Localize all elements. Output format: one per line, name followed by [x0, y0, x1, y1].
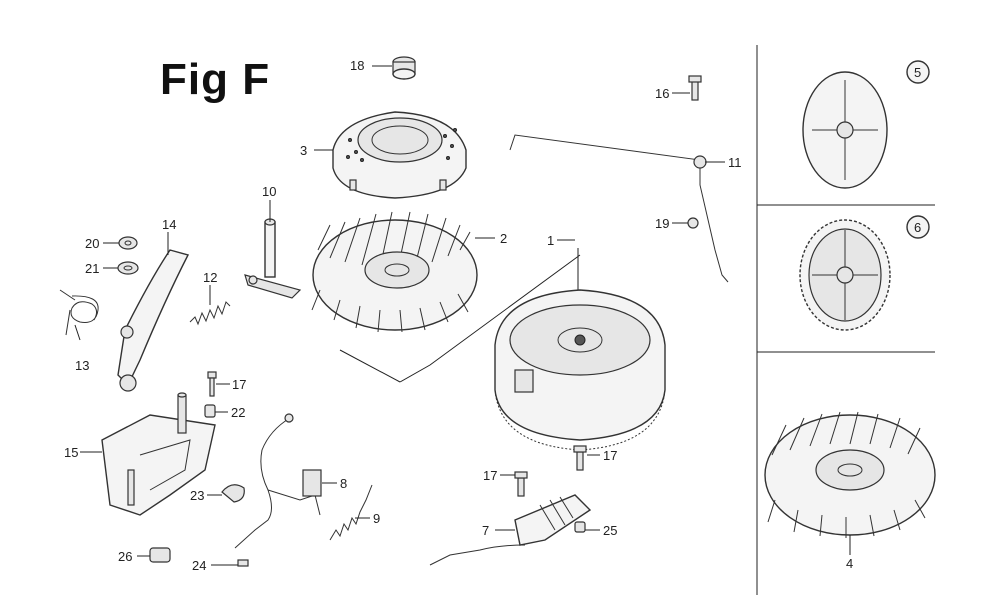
part-18-grommet: [392, 56, 416, 80]
callout-6: 6: [914, 220, 921, 235]
callout-3: 3: [300, 143, 307, 158]
callout-17-left: 17: [483, 468, 497, 483]
part-2-cooling-fan: [311, 211, 478, 333]
callout-17-upper: 17: [232, 377, 246, 392]
part-14-lever-arm: [117, 249, 190, 392]
part-17-bolt-upper: [207, 371, 217, 397]
callout-22: 23: [190, 488, 204, 503]
part-4-fan: [764, 411, 936, 555]
callout-11: 11: [728, 155, 742, 170]
callout-4: 4: [846, 556, 853, 571]
callout-5: 5: [914, 65, 921, 80]
part-3-starter-pulley: [332, 111, 467, 199]
part-26-nut: [149, 547, 171, 563]
part-11-control-rod: [509, 75, 729, 283]
callout-12: 12: [203, 270, 217, 285]
callout-14: 14: [162, 217, 176, 232]
callout-2: 2: [500, 231, 507, 246]
callout-9: 9: [373, 511, 380, 526]
part-7-ignition-coil: [429, 445, 592, 566]
callout-10: 10: [262, 184, 276, 199]
variant-panel-dividers: [756, 45, 935, 595]
part-24-washer: [117, 261, 139, 275]
part-22-clip: [221, 484, 245, 503]
part-21-collar: [204, 404, 216, 418]
part-13-torsion-spring: [59, 289, 99, 336]
part-20-nut: [118, 236, 138, 250]
part-8-ignition-wire: [234, 413, 322, 549]
callout-labels: 18 3 2 1 16 11 19 10 12 14 20 21 13 15 1…: [64, 58, 921, 573]
callout-8: 8: [340, 476, 347, 491]
callout-15: 15: [64, 445, 78, 460]
callout-24: 21: [85, 261, 99, 276]
part-12-spring: [189, 301, 231, 326]
callout-21: 22: [231, 405, 245, 420]
part-15-governor-plate: [101, 392, 216, 516]
variant-6-flywheel: [799, 215, 930, 331]
part-10-lever-shaft: [244, 218, 302, 299]
callout-23: 24: [192, 558, 206, 573]
callout-18: 18: [350, 58, 364, 73]
part-9-spring: [329, 484, 373, 541]
part-23-screw: [237, 559, 249, 567]
callout-19: 19: [655, 216, 669, 231]
callout-20: 20: [85, 236, 99, 251]
callout-7: 7: [482, 523, 489, 538]
variant-5-flywheel: [802, 60, 930, 189]
callout-26: 26: [118, 549, 132, 564]
callout-16: 16: [655, 86, 669, 101]
callout-13: 13: [75, 358, 89, 373]
figure-title: Fig F: [160, 55, 271, 104]
callout-25: 25: [603, 523, 617, 538]
callout-leaders: [74, 65, 725, 566]
callout-1: 1: [547, 233, 554, 248]
callout-17-right: 17: [603, 448, 617, 463]
part-1-flywheel: [494, 289, 666, 451]
